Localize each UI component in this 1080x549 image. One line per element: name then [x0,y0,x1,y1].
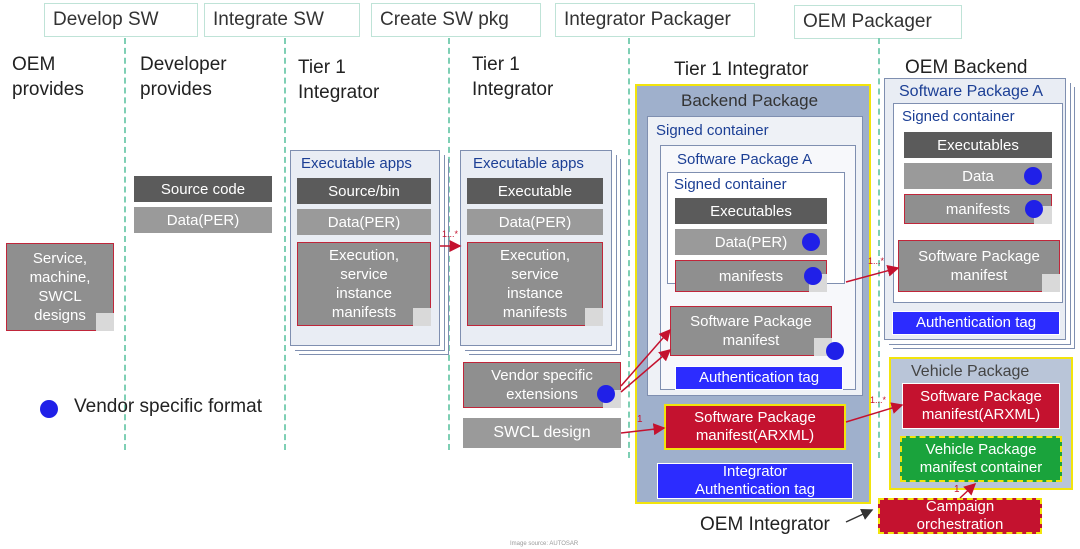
panel-title: Executable apps [301,155,412,172]
authentication-tag: Authentication tag [675,366,843,390]
vendor-format-dot-icon [826,342,844,360]
vendor-format-dot-icon [802,233,820,251]
signed-container-title: Signed container [674,176,787,193]
phase-oem-packager: OEM Packager [794,5,962,39]
campaign-orchestration: Campaign orchestration [878,498,1042,534]
backend-package-title: Backend Package [681,91,819,110]
software-package-title: Software Package A [677,151,813,168]
signed-container-title: Signed container [656,122,769,139]
data-per-block: Data(PER) [675,229,827,255]
arrow-connector [620,328,671,387]
software-package-manifest-arxml: Software Package manifest(ARXML) [664,404,846,450]
source-code-block: Source code [134,176,272,202]
oem-designs-note: Service, machine, SWCL designs [6,243,114,331]
multiplicity-label: 1...* [870,395,887,405]
signed-container-title: Signed container [902,108,1015,125]
multiplicity-label: 1 [637,414,643,425]
arrow-connector [845,264,900,283]
column-heading-tier1: Tier 1 Integrator [298,57,380,103]
phase-integrate-sw: Integrate SW [204,3,360,37]
multiplicity-label: 1...* [868,256,885,266]
separator-line [628,38,630,458]
column-heading-oem-backend: OEM Backend [905,57,1028,78]
multiplicity-label: 1...* [442,229,459,239]
vendor-format-dot-icon [1024,167,1042,185]
executables-block: Executables [675,198,827,224]
software-package-manifest-note: Software Package manifest [898,240,1060,292]
image-source-caption: Image source: AUTOSAR [510,541,579,547]
vendor-extensions-note: Vendor specific extensions [463,362,621,408]
vendor-format-dot-icon [804,267,822,285]
data-per-block: Data(PER) [134,207,272,233]
phase-develop-sw: Develop SW [44,3,198,37]
arrow-connector [959,482,977,499]
arrow-connector [845,402,904,423]
column-heading-tier1-integrator: Tier 1 Integrator [674,59,809,80]
manifests-note: Execution, service instance manifests [467,242,603,326]
vehicle-arxml-manifest: Software Package manifest(ARXML) [902,383,1060,429]
vendor-format-dot-icon [40,400,58,418]
separator-line [284,38,286,450]
legend-label: Vendor specific format [74,396,262,417]
vehicle-package-title: Vehicle Package [911,363,1030,380]
vendor-format-dot-icon [1025,200,1043,218]
phase-integrator-packager: Integrator Packager [555,3,755,37]
vendor-format-dot-icon [597,385,615,403]
authentication-tag: Authentication tag [892,311,1060,335]
column-heading-oem: OEM provides [12,54,84,100]
executable-apps-panel: Executable apps Executable Data(PER) Exe… [460,150,612,346]
arrow-connector [620,349,672,393]
executable-block: Executable [467,178,603,204]
column-heading-tier1: Tier 1 Integrator [472,54,554,100]
swcl-design-block: SWCL design [463,418,621,448]
column-heading-developer: Developer provides [140,54,227,100]
source-bin-block: Source/bin [297,178,431,204]
separator-line [878,38,880,458]
data-block: Data [904,163,1052,189]
arrow-connector [620,423,666,436]
separator-line [124,38,126,450]
data-per-block: Data(PER) [297,209,431,235]
executables-block: Executables [904,132,1052,158]
data-per-block: Data(PER) [467,209,603,235]
oem-integrator-label: OEM Integrator [700,514,830,535]
separator-line [448,38,450,450]
executable-apps-panel: Executable apps Source/bin Data(PER) Exe… [290,150,440,346]
multiplicity-label: 1 [954,484,960,495]
manifests-note: Execution, service instance manifests [297,242,431,326]
panel-title: Executable apps [473,155,584,172]
integrator-authentication-tag: Integrator Authentication tag [657,463,853,499]
arrow-connector [845,508,874,523]
software-package-title: Software Package A [899,83,1044,100]
software-package-manifest-note: Software Package manifest [670,306,832,356]
phase-create-sw-pkg: Create SW pkg [371,3,541,37]
vehicle-manifest-container: Vehicle Package manifest container [900,436,1062,482]
